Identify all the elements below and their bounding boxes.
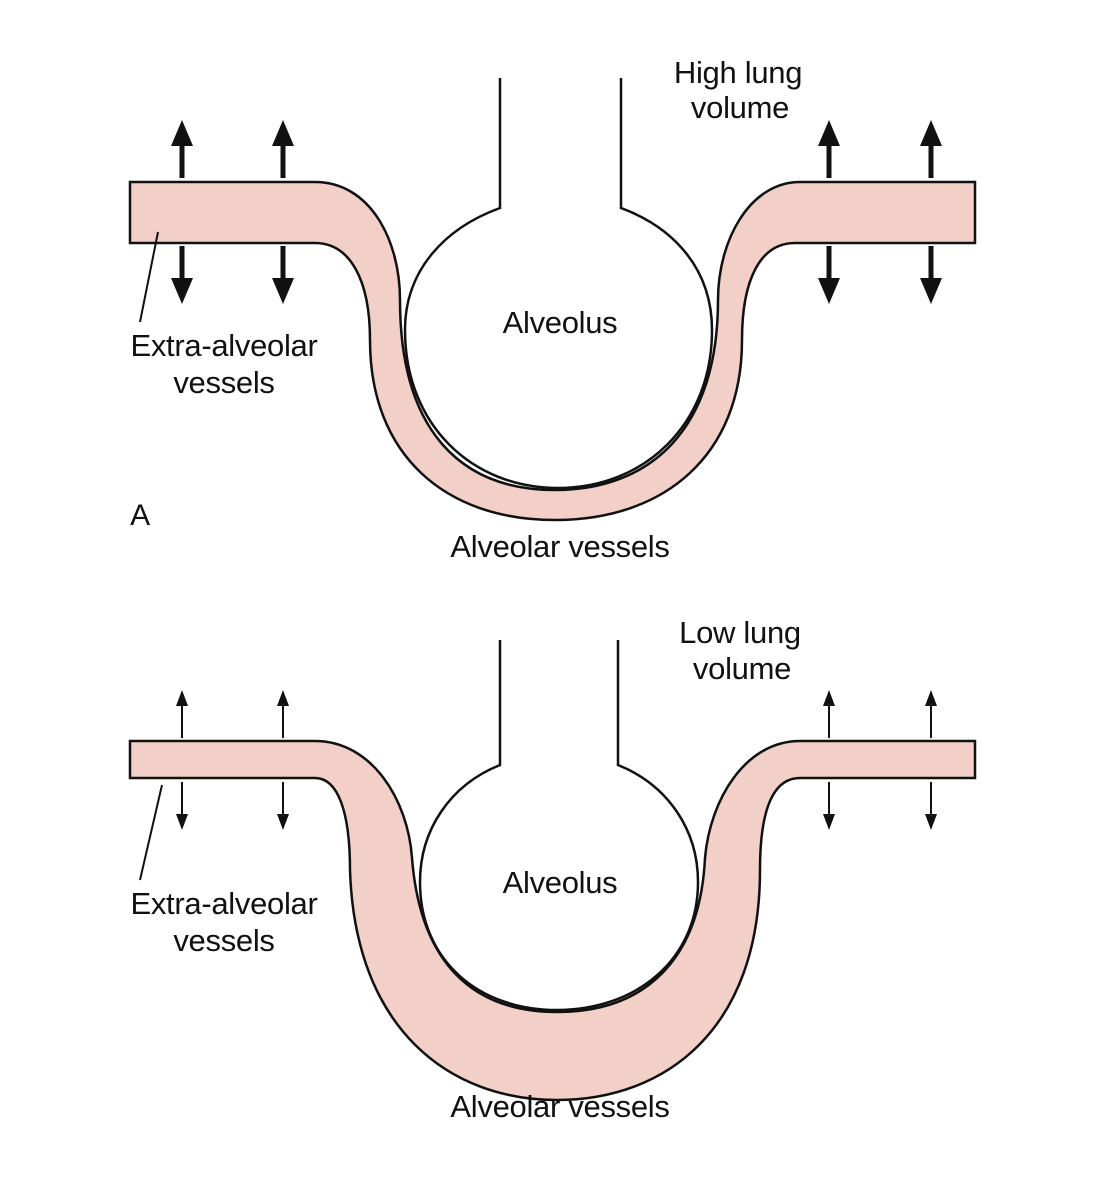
alveolus-label: Alveolus	[503, 865, 618, 900]
double-arrow-icon	[823, 690, 835, 830]
vessel-band	[128, 180, 977, 522]
double-arrow-icon	[176, 690, 188, 830]
condition-label-line1: High lung	[674, 55, 802, 90]
condition-label-line2: volume	[693, 651, 791, 686]
alveolus-label: Alveolus	[503, 305, 618, 340]
alveolar-vessels-label: Alveolar vessels	[450, 529, 669, 564]
panel-low-lung-volume: Low lung volume Alveolus Extra-alveolar …	[128, 615, 977, 1124]
condition-label-line1: Low lung	[679, 615, 801, 650]
alveolus-sac	[418, 640, 700, 1012]
alveolar-vessels-label: Alveolar vessels	[450, 1089, 669, 1124]
extra-alveolar-label-line2: vessels	[173, 365, 274, 400]
double-arrow-icon	[171, 120, 193, 304]
double-arrow-icon	[277, 690, 289, 830]
double-arrow-icon	[272, 120, 294, 304]
alveolus-sac	[403, 78, 714, 490]
traction-arrows-left	[176, 690, 289, 830]
double-arrow-icon	[818, 120, 840, 304]
extra-alveolar-label-line1: Extra-alveolar	[130, 328, 317, 363]
double-arrow-icon	[920, 120, 942, 304]
double-arrow-icon	[925, 690, 937, 830]
extra-alveolar-label-line2: vessels	[173, 923, 274, 958]
traction-arrows-left	[171, 120, 294, 304]
extra-alveolar-label-line1: Extra-alveolar	[130, 886, 317, 921]
panel-high-lung-volume: High lung volume Alveolus Extra-alveolar…	[128, 55, 977, 564]
traction-arrows-right	[818, 120, 942, 304]
panel-letter: A	[130, 499, 150, 532]
extra-alveolar-pointer	[139, 784, 163, 881]
traction-arrows-right	[823, 690, 937, 830]
extra-alveolar-pointer	[139, 231, 159, 323]
condition-label-line2: volume	[691, 90, 789, 125]
